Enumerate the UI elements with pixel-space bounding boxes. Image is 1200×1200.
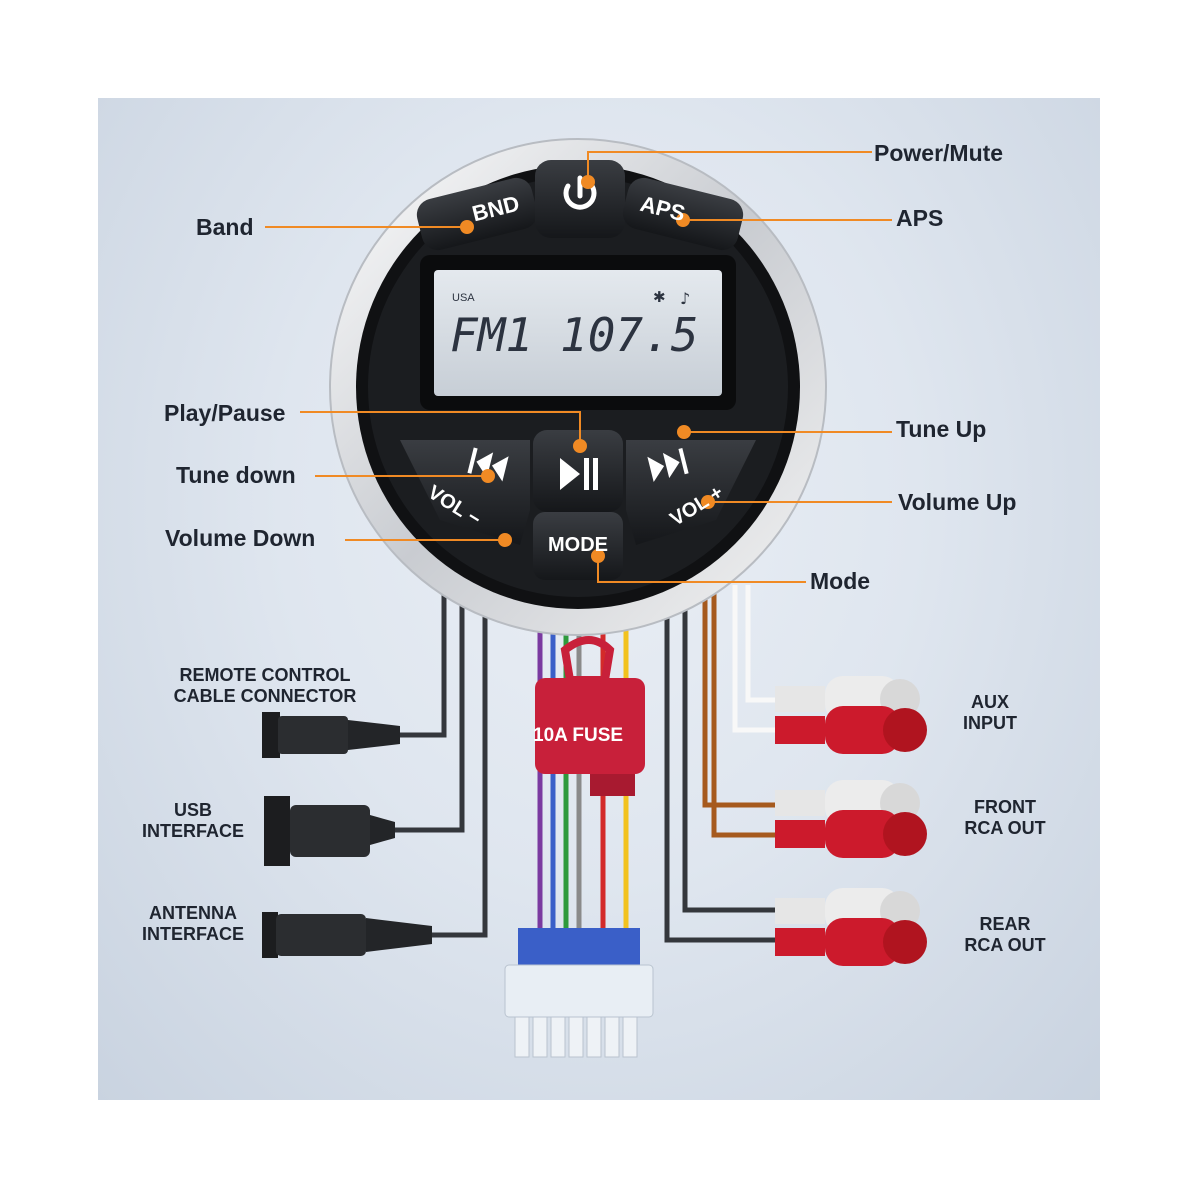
callout-volume-down: Volume Down (165, 525, 315, 552)
remote-connector-label: REMOTE CONTROL CABLE CONNECTOR (160, 665, 370, 707)
callout-tune-down: Tune down (176, 462, 296, 489)
callout-mode: Mode (810, 568, 870, 595)
display-band: FM1 (450, 308, 533, 362)
fuse-label: 10A FUSE (533, 725, 623, 747)
callout-tune-up: Tune Up (896, 416, 986, 443)
mode-button[interactable]: MODE (548, 534, 608, 557)
antenna-interface-label: ANTENNA INTERFACE (128, 903, 258, 945)
callout-aps: APS (896, 205, 943, 232)
remote-connector (262, 712, 400, 758)
usb-connector (264, 796, 395, 866)
callout-play-pause: Play/Pause (164, 400, 285, 427)
rear-rca-plugs (775, 888, 927, 966)
usb-interface-label: USB INTERFACE (128, 800, 258, 842)
display-frequency: 107.5 (560, 308, 698, 362)
callout-band: Band (196, 214, 254, 241)
music-note-icon: ♪ (680, 289, 690, 308)
head-unit: ✱ ♪ (330, 139, 826, 635)
rear-rca-out-label: REAR RCA OUT (950, 914, 1060, 956)
antenna-connector (262, 912, 432, 958)
bluetooth-icon: ✱ (653, 288, 666, 306)
front-rca-plugs (775, 780, 927, 858)
display-region: USA (452, 292, 475, 304)
callout-power-mute: Power/Mute (874, 140, 1003, 167)
callout-volume-up: Volume Up (898, 489, 1016, 516)
harness-plug (505, 928, 653, 1057)
aux-input-label: AUX INPUT (945, 692, 1035, 734)
aux-rca-plugs (775, 676, 927, 754)
front-rca-out-label: FRONT RCA OUT (950, 797, 1060, 839)
